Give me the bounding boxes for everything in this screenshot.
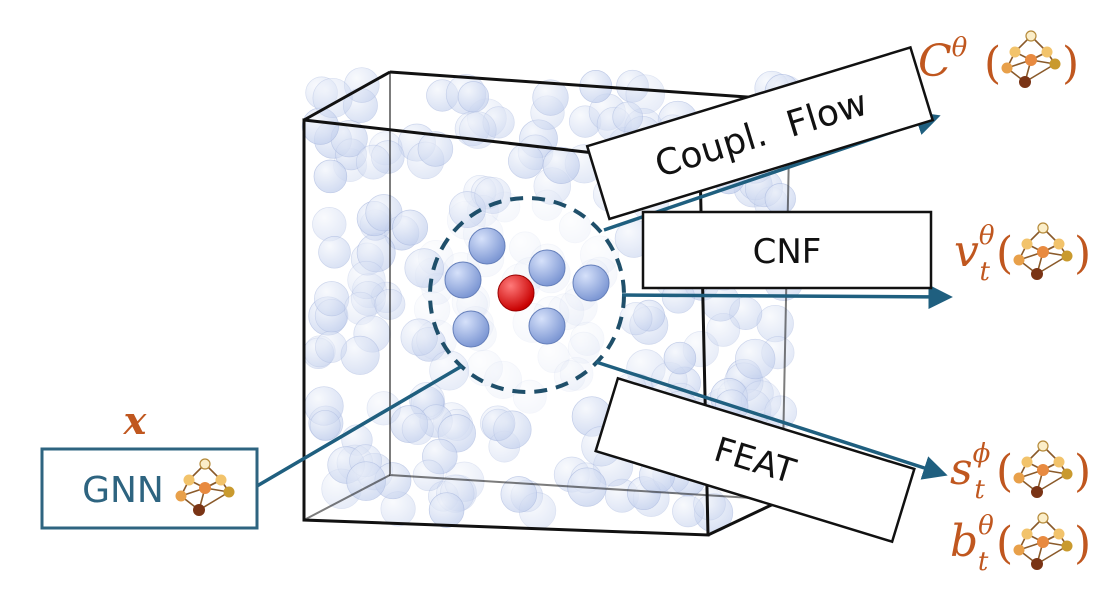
output-feat-s-sub: t xyxy=(974,475,985,505)
background-particle xyxy=(474,176,512,214)
svg-text:sϕt: sϕt xyxy=(950,439,991,505)
background-particle xyxy=(542,146,580,184)
feat-box: FEAT xyxy=(594,376,916,544)
network-icon xyxy=(1012,512,1074,571)
output-coupling-open-paren: ( xyxy=(984,38,1001,89)
output-feat-b-sub: t xyxy=(978,547,989,577)
output-feat-s-sup: ϕ xyxy=(973,439,991,469)
output-feat-b-open-paren: ( xyxy=(996,518,1013,569)
svg-text:Cθ: Cθ xyxy=(918,33,968,87)
background-particle xyxy=(428,492,465,528)
gnn-to-neighborhood-line xyxy=(256,364,463,488)
arrow-to-feat xyxy=(595,360,948,480)
background-particle xyxy=(663,341,697,375)
background-particle xyxy=(567,331,600,364)
output-coupling-close-paren: ) xyxy=(1062,38,1079,89)
output-coupling: Cθ ( ) xyxy=(918,30,1079,89)
output-feat-s-close-paren: ) xyxy=(1074,446,1091,497)
background-particle xyxy=(401,412,434,446)
background-particle xyxy=(346,461,386,501)
output-cnf-base: v xyxy=(954,226,979,277)
neighbor-particle xyxy=(452,310,490,348)
background-particle xyxy=(625,74,666,114)
output-cnf-sup: θ xyxy=(979,221,995,251)
background-particle xyxy=(693,487,726,521)
gnn-box: GNN xyxy=(40,447,259,530)
background-particle xyxy=(392,209,429,246)
input-symbol: x xyxy=(123,398,148,443)
background-particle xyxy=(314,281,350,317)
background-particle xyxy=(417,131,454,167)
background-particle xyxy=(735,338,776,380)
output-feat-s-open-paren: ( xyxy=(996,446,1013,497)
network-icon xyxy=(1012,222,1074,281)
cnf-box: CNF xyxy=(641,210,933,290)
background-particle xyxy=(340,335,380,375)
neighbor-particle xyxy=(572,264,610,302)
background-particle xyxy=(466,349,503,387)
background-particle xyxy=(508,143,544,179)
background-particle xyxy=(532,79,569,116)
background-particle xyxy=(480,405,516,441)
svg-text:vθt: vθt xyxy=(954,221,995,287)
background-particle xyxy=(315,330,348,363)
background-particle xyxy=(500,476,538,513)
background-particle xyxy=(531,189,563,221)
background-particle xyxy=(457,81,490,113)
background-particle xyxy=(355,144,391,180)
output-feat-s-base: s xyxy=(950,444,973,495)
arrow-to-cnf xyxy=(621,284,953,310)
output-cnf-close-paren: ) xyxy=(1074,228,1091,279)
neighbor-particle xyxy=(468,227,506,265)
output-coupling-sup: θ xyxy=(952,33,968,63)
neighbor-particle xyxy=(528,249,566,287)
network-icon xyxy=(1000,30,1062,89)
neighbor-particles xyxy=(444,227,610,348)
output-feat-b-close-paren: ) xyxy=(1074,518,1091,569)
cnf-label: CNF xyxy=(753,232,822,272)
output-cnf-sub: t xyxy=(980,257,991,287)
background-particle xyxy=(512,379,547,414)
output-cnf-open-paren: ( xyxy=(996,228,1013,279)
svg-text:bθt: bθt xyxy=(950,511,994,577)
background-particle xyxy=(309,409,341,441)
gnn-label: GNN xyxy=(82,470,164,511)
background-particle xyxy=(318,236,351,269)
background-particle xyxy=(459,111,497,149)
neighbor-particle xyxy=(444,261,482,299)
neighbor-particle xyxy=(528,307,566,345)
background-particle xyxy=(764,183,796,215)
center-particle xyxy=(497,274,535,312)
background-particle xyxy=(412,459,445,492)
background-particle xyxy=(404,248,444,288)
output-coupling-base: C xyxy=(918,36,952,87)
background-particle xyxy=(313,159,348,194)
background-particle xyxy=(312,207,347,242)
output-feat-b-base: b xyxy=(950,516,978,567)
output-feat-b-sup: θ xyxy=(978,511,994,541)
network-icon xyxy=(1012,440,1074,499)
